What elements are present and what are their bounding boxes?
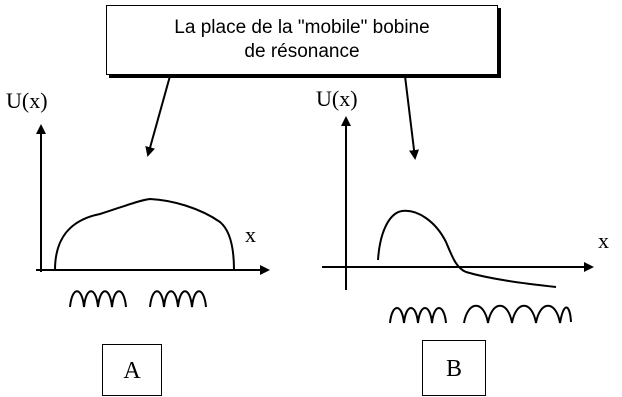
panel-a-coil-right <box>149 290 207 308</box>
panel-b-potential-curve <box>377 209 557 288</box>
callout-arrow-b <box>404 75 419 160</box>
panel-a-tag: A <box>102 344 162 396</box>
panel-a-axes <box>36 124 270 275</box>
callout-line-2: de résonance <box>244 41 360 62</box>
panel-b-axes <box>322 116 594 290</box>
panel-b-x-label: x <box>598 228 609 253</box>
callout-arrow-a <box>145 75 171 157</box>
panel-a-x-label: x <box>245 222 256 247</box>
panel-b-tag-text: B <box>445 356 462 382</box>
panel-a-tag-text: A <box>123 358 141 384</box>
callout-line-1: La place de la "mobile" bobine <box>174 17 430 38</box>
panel-b-coil-right <box>463 304 572 324</box>
callout-box: La place de la "mobile" bobine de résona… <box>106 5 498 75</box>
panel-a-potential-curve <box>54 197 235 271</box>
panel-b-coil-left <box>389 307 447 324</box>
panel-b-y-label: U(x) <box>316 86 358 111</box>
panel-b-tag: B <box>422 340 486 396</box>
panel-a-coil-left <box>69 290 127 308</box>
panel-a-y-label: U(x) <box>6 88 48 113</box>
